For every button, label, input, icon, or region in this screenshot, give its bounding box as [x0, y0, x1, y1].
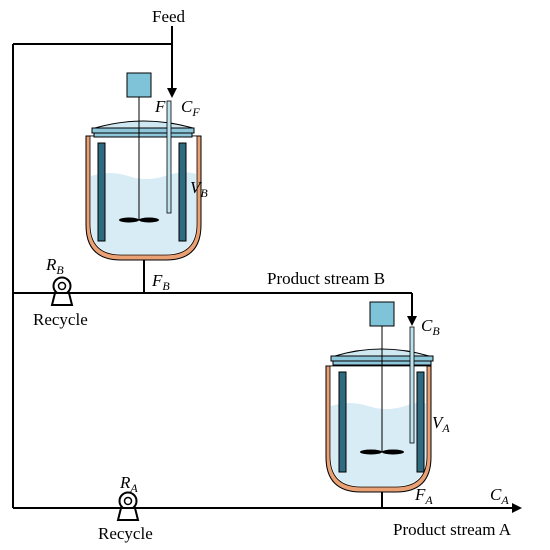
vol-b-symbol: VB	[190, 178, 208, 200]
jacket-a-left	[338, 371, 347, 473]
jacket-a-right	[416, 371, 425, 473]
lid-b-dome	[94, 120, 194, 129]
recycle-b-label: Recycle	[33, 310, 88, 329]
product-stream-a-label: Product stream A	[393, 520, 512, 539]
impeller-b-left	[119, 217, 139, 223]
motor-a-icon	[369, 301, 395, 327]
flow-feed-symbol: F	[154, 97, 166, 116]
reactor-a	[325, 301, 434, 493]
probe-a	[409, 326, 415, 444]
vol-a-symbol: VA	[432, 413, 450, 435]
motor-b-icon	[126, 72, 152, 98]
jacket-b-right	[178, 142, 187, 242]
impeller-a-left	[360, 449, 382, 455]
conc-a-symbol: CA	[490, 485, 509, 507]
lid-b-flange-bottom	[93, 132, 193, 138]
pump-a-icon	[116, 491, 140, 521]
reactor-b	[85, 72, 202, 261]
piping	[12, 26, 522, 513]
lid-b-flange-top	[91, 127, 195, 134]
recycle-rate-a-symbol: RA	[119, 473, 138, 495]
impeller-a-right	[382, 449, 404, 455]
conc-feed-symbol: CF	[181, 97, 200, 119]
jacket-b-left	[97, 142, 106, 242]
liquid-a	[331, 402, 426, 486]
flow-b-symbol: FB	[151, 271, 170, 293]
conc-b-symbol: CB	[421, 316, 440, 338]
recycle-rate-b-symbol: RB	[45, 255, 64, 277]
pump-b-icon	[50, 276, 74, 306]
recycle-a-label: Recycle	[98, 524, 153, 543]
product-stream-b-label: Product stream B	[267, 269, 385, 288]
flow-a-symbol: FA	[414, 485, 433, 507]
impeller-b-right	[139, 217, 159, 223]
probe-b	[166, 100, 172, 214]
feed-label: Feed	[152, 7, 186, 26]
